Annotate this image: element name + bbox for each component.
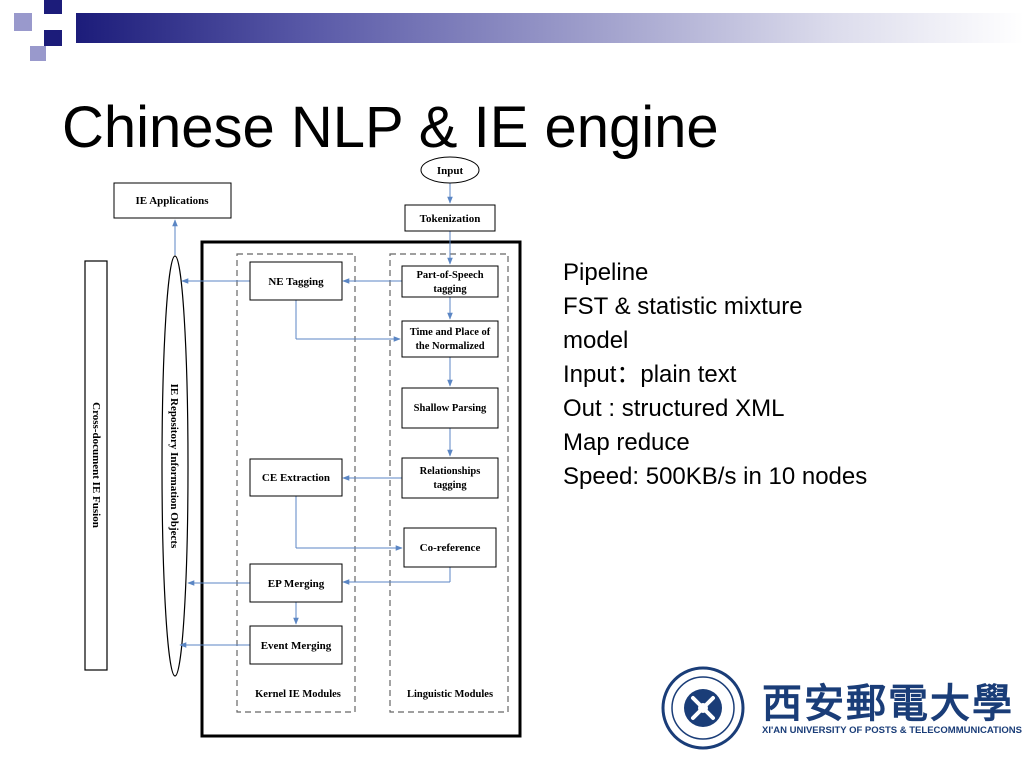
slide-title: Chinese NLP & IE engine [62,95,719,160]
university-logo: 西安郵電大學 XI'AN UNIVERSITY OF POSTS & TELEC… [658,665,1022,751]
note-item: Out : structured XML [563,395,785,422]
shallow-parsing-box [401,387,499,429]
time-place-label-2: the Normalized [415,341,484,352]
ie-applications-label: IE Applications [135,195,209,207]
event-merging-label: Event Merging [261,640,332,652]
repository-label: IE Repository Information Objects [168,384,180,549]
relationships-box [401,457,499,499]
university-name: 西安郵電大學 [762,680,1014,727]
cross-doc-label: Cross-document IE Fusion [90,402,102,528]
header-gradient-bar [76,13,1024,43]
note-item: FST & statistic mixture [563,293,803,320]
note-item: Map reduce [563,429,690,456]
pos-tagging-label: Part-of-Speech [416,270,483,281]
input-label: Input [437,165,464,177]
ce-extraction-label: CE Extraction [262,472,330,484]
coreference-label: Co-reference [420,542,481,554]
kernel-modules-frame [236,253,356,713]
engine-frame [200,240,522,738]
event-merging-box [249,625,343,665]
header-square-light [14,13,32,31]
relationships-label: Relationships [420,466,481,477]
pos-tagging-box [401,265,499,298]
header-square-dark [44,30,62,46]
notes-list: Pipeline FST & statistic mixture model I… [563,256,867,494]
ie-applications-box [113,182,232,219]
pos-tagging-label-2: tagging [433,284,467,295]
input-node [420,156,480,184]
ne-tagging-box [249,261,343,301]
note-item: Pipeline [563,259,649,286]
ne-tagging-label: NE Tagging [268,276,324,288]
ep-merging-box [249,563,343,603]
note-item: model [563,327,629,354]
kernel-modules-label: Kernel IE Modules [255,689,341,700]
note-item: Input：plain text [563,361,737,388]
header-square-dark [44,0,62,14]
repository-ellipse [161,255,189,677]
cross-doc-fusion-box [84,260,108,671]
relationships-label-2: tagging [433,480,467,491]
university-subtitle: XI'AN UNIVERSITY OF POSTS & TELECOMMUNIC… [762,725,1023,736]
time-place-label: Time and Place of [410,327,491,338]
coreference-box [403,527,497,568]
university-seal-icon [661,666,745,750]
ep-merging-label: EP Merging [268,578,325,590]
linguistic-modules-frame [389,253,509,713]
tokenization-box [404,204,496,232]
note-item: Speed: 500KB/s in 10 nodes [563,463,868,490]
ce-extraction-box [249,458,343,497]
time-place-box [401,320,499,358]
tokenization-label: Tokenization [420,213,481,225]
header-square-light [30,46,46,61]
linguistic-modules-label: Linguistic Modules [407,689,493,700]
shallow-parsing-label: Shallow Parsing [414,403,487,414]
